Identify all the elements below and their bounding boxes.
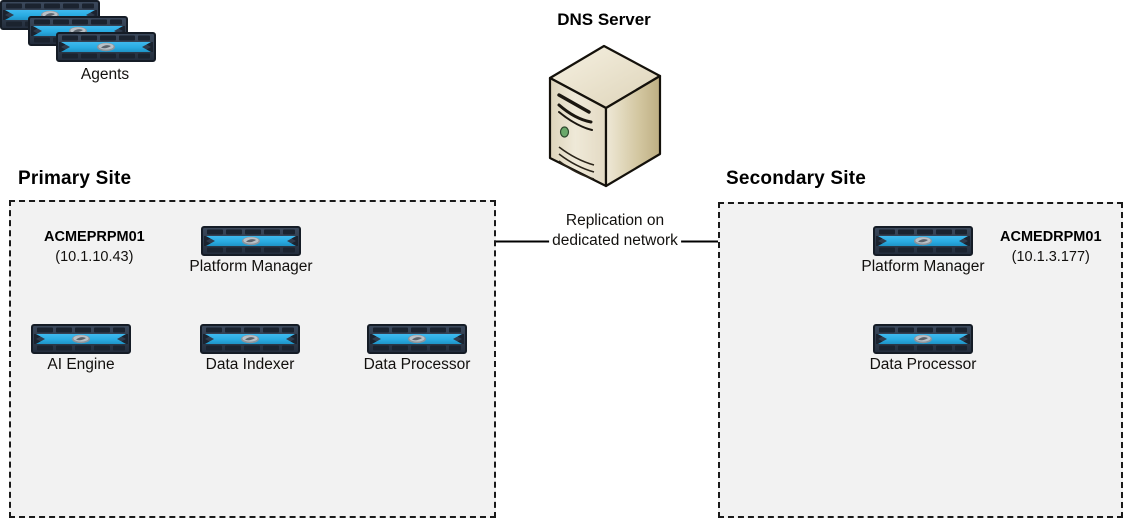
secondary-host-name: ACMEDRPM01 (1000, 229, 1102, 245)
secondary-host-ip: (10.1.3.177) (1011, 248, 1090, 265)
network-appliance-icon (200, 324, 300, 354)
replication-label-line-1: Replication on (549, 211, 681, 232)
dns-server-title: DNS Server (557, 10, 651, 29)
node-primary-agents[interactable]: Agents (0, 0, 210, 83)
replication-label-line-2: dedicated network (549, 231, 681, 252)
primary-site-title: Primary Site (18, 168, 132, 189)
secondary-site-title: Secondary Site (726, 168, 867, 189)
node-label: Data Processor (869, 356, 977, 373)
network-appliance-icon (201, 226, 301, 256)
secondary-host-label: ACMEDRPM01 (10.1.3.177) (1000, 228, 1102, 267)
primary-host-label: ACMEPRPM01 (10.1.10.43) (44, 228, 145, 267)
primary-host-ip: (10.1.10.43) (55, 248, 134, 265)
primary-host-name: ACMEPRPM01 (44, 229, 145, 245)
network-appliance-icon (873, 226, 973, 256)
network-appliance-icon (367, 324, 467, 354)
node-label: Agents (80, 66, 130, 83)
node-label: Data Processor (363, 356, 471, 373)
replication-label: Replication on dedicated network (549, 211, 681, 252)
node-label: Platform Manager (189, 258, 313, 275)
node-label: Data Indexer (205, 356, 295, 373)
network-appliance-icon (56, 32, 156, 62)
server-tower-icon (542, 42, 666, 192)
node-label: AI Engine (47, 356, 115, 373)
node-label: Platform Manager (861, 258, 985, 275)
network-appliance-icon (873, 324, 973, 354)
network-appliance-icon (31, 324, 131, 354)
